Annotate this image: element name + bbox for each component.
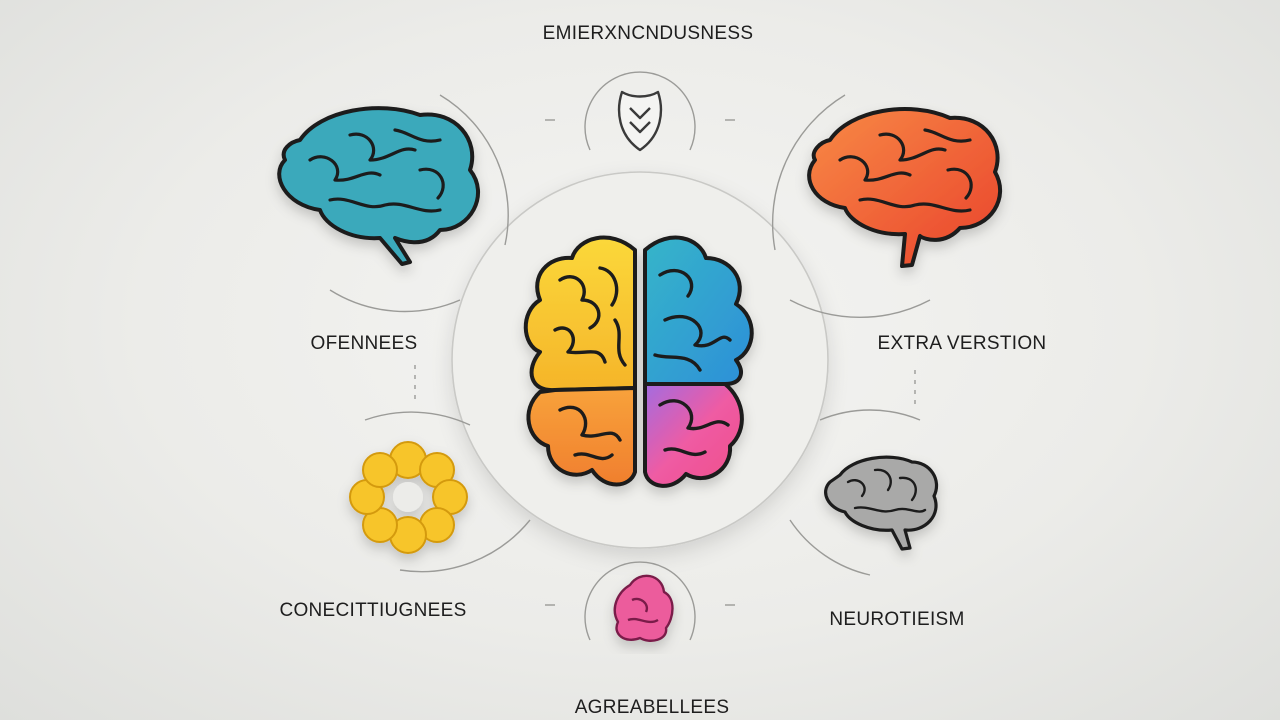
center-brain-blue bbox=[643, 235, 754, 386]
four-color-brain-icon bbox=[523, 235, 754, 488]
gray-brain-icon bbox=[824, 455, 939, 551]
trait-label-extraversion: EXTRA VERSTION bbox=[877, 333, 1047, 354]
trait-label-agreeableness: AGREABELLEES bbox=[574, 697, 730, 718]
arc-right-upper bbox=[771, 94, 846, 251]
arc-left-lower bbox=[364, 411, 471, 426]
trait-label-conscientiousness: CONECITTIUGNEES bbox=[279, 600, 467, 621]
teal-brain-icon bbox=[277, 106, 481, 266]
center-brain-yellow bbox=[523, 235, 637, 393]
trait-label-neuroticism: NEUROTIEISM bbox=[829, 609, 965, 630]
trait-label-openness: OFENNEES bbox=[310, 333, 418, 354]
arc-bottom bbox=[584, 561, 696, 641]
arc-right-lower bbox=[819, 409, 921, 421]
arc-right-upper-bottom bbox=[789, 299, 931, 318]
center-ring bbox=[451, 171, 829, 549]
shield-icon bbox=[617, 90, 663, 152]
arc-right-lower-bottom bbox=[789, 519, 871, 576]
orange-brain-icon bbox=[807, 107, 1002, 268]
arc-left-lower-bottom bbox=[399, 519, 531, 573]
trait-label-top: EMIERXNCNDUSNESS bbox=[542, 23, 754, 44]
pink-figure-icon bbox=[613, 574, 674, 642]
yellow-molecule-ring-icon bbox=[349, 441, 468, 554]
arc-left-upper-bottom bbox=[329, 289, 461, 313]
arc-left-upper bbox=[439, 94, 509, 246]
arc-top bbox=[584, 71, 696, 151]
center-brain-pink bbox=[643, 382, 744, 488]
